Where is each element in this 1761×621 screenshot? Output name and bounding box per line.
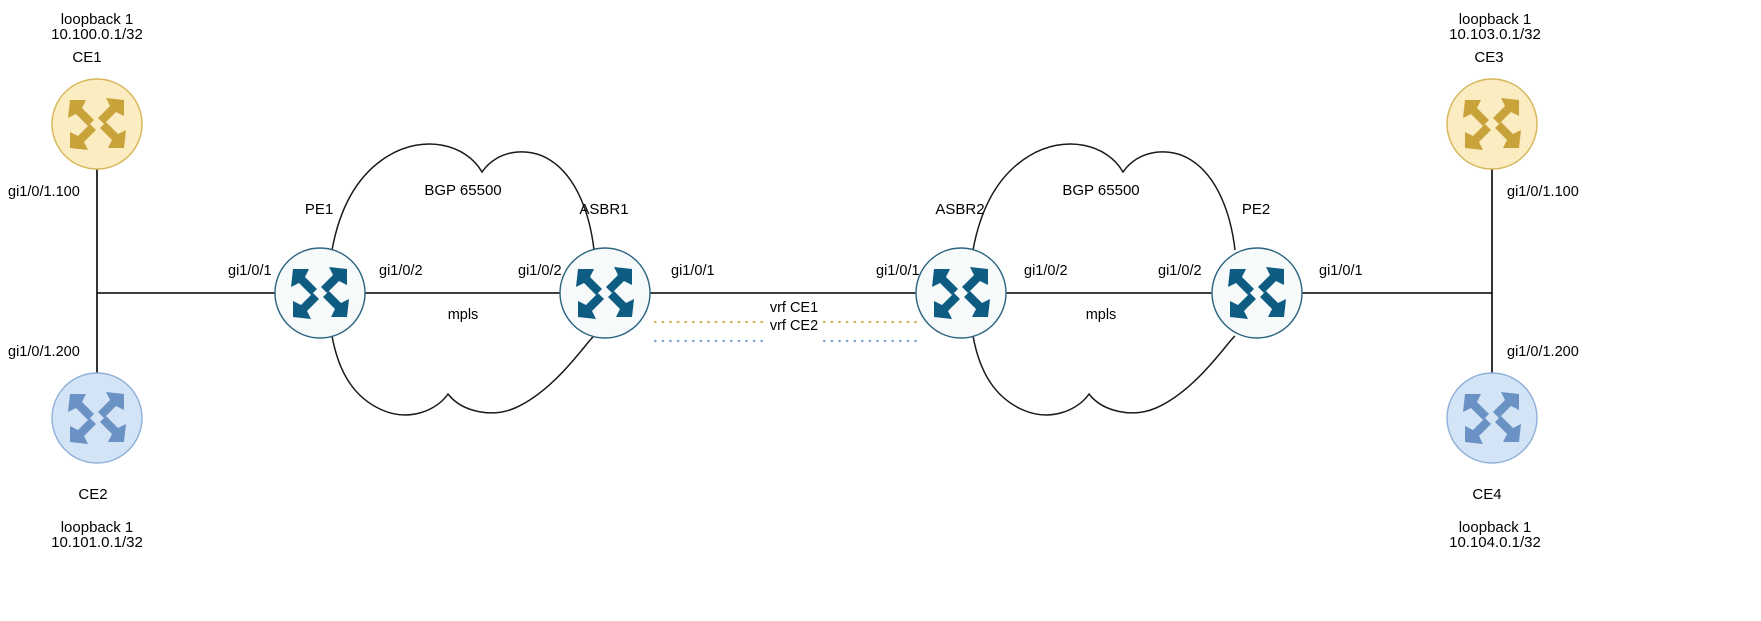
ce1-body[interactable] (51, 78, 143, 170)
cloud-right-upper (972, 143, 1236, 251)
node-ce1[interactable] (51, 78, 143, 170)
pe2-body[interactable] (1211, 247, 1303, 339)
node-ce3[interactable] (1446, 78, 1538, 170)
iface-label-asbr2-gi1-0-2: gi1/0/2 (1024, 263, 1068, 279)
node-label-asbr2: ASBR2 (935, 201, 984, 218)
link-label-mpls-left: mpls (448, 307, 479, 323)
node-ce4[interactable] (1446, 372, 1538, 464)
iface-label-asbr1-gi1-0-2: gi1/0/2 (518, 263, 562, 279)
vrf-label-ce2: vrf CE2 (770, 318, 818, 334)
vrf-label-ce1: vrf CE1 (770, 300, 818, 316)
node-pe2[interactable] (1211, 247, 1303, 339)
iface-label-asbr1-gi1-0-1: gi1/0/1 (671, 263, 715, 279)
ce3-body[interactable] (1446, 78, 1538, 170)
node-label-asbr1: ASBR1 (579, 201, 628, 218)
ce3-loopback-title: loopback 1 (1459, 11, 1532, 28)
iface-label-pe2-gi1-0-1: gi1/0/1 (1319, 263, 1363, 279)
ce4-loopback-title: loopback 1 (1459, 519, 1532, 536)
node-pe1[interactable] (274, 247, 366, 339)
node-label-ce1: CE1 (72, 49, 101, 66)
node-layer (51, 78, 1538, 464)
node-label-ce4: CE4 (1472, 486, 1501, 503)
cloud-left-lower (331, 335, 595, 416)
ce2-loopback-title: loopback 1 (61, 519, 134, 536)
iface-label-asbr2-gi1-0-1: gi1/0/1 (876, 263, 920, 279)
node-label-ce3: CE3 (1474, 49, 1503, 66)
ce1-loopback-address: 10.100.0.1/32 (51, 26, 143, 43)
ce4-loopback-address: 10.104.0.1/32 (1449, 534, 1541, 551)
vrf-dotted-layer (653, 320, 920, 343)
asbr2-body[interactable] (915, 247, 1007, 339)
link-layer (96, 169, 1493, 373)
link-label-mpls-right: mpls (1086, 307, 1117, 323)
node-asbr1[interactable] (559, 247, 651, 339)
cloud-label-bgp-left: BGP 65500 (424, 182, 501, 199)
ce4-body[interactable] (1446, 372, 1538, 464)
iface-label-ce1-gi1-0-1-100: gi1/0/1.100 (8, 184, 80, 200)
cloud-layer (331, 143, 1236, 416)
iface-label-pe1-gi1-0-2: gi1/0/2 (379, 263, 423, 279)
iface-label-pe2-gi1-0-2: gi1/0/2 (1158, 263, 1202, 279)
cloud-right-lower (972, 335, 1236, 416)
ce3-loopback-address: 10.103.0.1/32 (1449, 26, 1541, 43)
node-label-pe1: PE1 (305, 201, 333, 218)
ce2-loopback-address: 10.101.0.1/32 (51, 534, 143, 551)
ce1-loopback-title: loopback 1 (61, 11, 134, 28)
ce2-body[interactable] (51, 372, 143, 464)
label-layer: loopback 1 10.100.0.1/32 loopback 1 10.1… (8, 11, 1579, 551)
cloud-left-upper (331, 143, 595, 251)
cloud-label-bgp-right: BGP 65500 (1062, 182, 1139, 199)
node-label-ce2: CE2 (78, 486, 107, 503)
iface-label-pe1-gi1-0-1: gi1/0/1 (228, 263, 272, 279)
iface-label-ce3-gi1-0-1-100: gi1/0/1.100 (1507, 184, 1579, 200)
node-asbr2[interactable] (915, 247, 1007, 339)
iface-label-ce4-gi1-0-1-200: gi1/0/1.200 (1507, 344, 1579, 360)
node-ce2[interactable] (51, 372, 143, 464)
iface-label-ce2-gi1-0-1-200: gi1/0/1.200 (8, 344, 80, 360)
pe1-body[interactable] (274, 247, 366, 339)
node-label-pe2: PE2 (1242, 201, 1270, 218)
asbr1-body[interactable] (559, 247, 651, 339)
